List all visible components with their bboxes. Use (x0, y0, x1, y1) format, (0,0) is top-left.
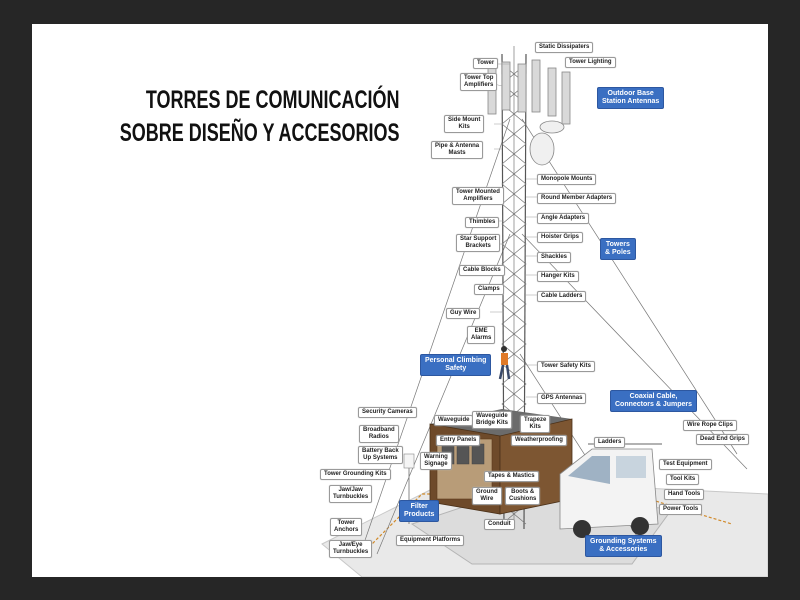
label-entry-panels[interactable]: Entry Panels (436, 435, 481, 446)
label-round-member-adapters[interactable]: Round Member Adapters (537, 193, 617, 204)
title-line-2: SOBRE DISEÑO Y ACCESORIOS (120, 119, 400, 147)
label-jaw-eye-turnbuckles[interactable]: Jaw/Eye Turnbuckles (329, 540, 373, 558)
label-thimbles[interactable]: Thimbles (465, 217, 500, 228)
label-waveguide[interactable]: Waveguide (434, 415, 474, 426)
label-broadband-radios[interactable]: Broadband Radios (359, 425, 399, 443)
label-hanger-kits[interactable]: Hanger Kits (537, 271, 579, 282)
label-tower-lighting[interactable]: Tower Lighting (565, 57, 616, 68)
label-security-cameras[interactable]: Security Cameras (358, 407, 417, 418)
label-tower[interactable]: Tower (473, 58, 499, 69)
utility-panel (403, 453, 415, 469)
leader-lines (490, 63, 538, 398)
label-waveguide-bridge-kits[interactable]: Waveguide Bridge Kits (472, 411, 513, 429)
label-star-support-brackets[interactable]: Star Support Brackets (456, 234, 501, 252)
service-van (559, 443, 662, 538)
label-power-tools[interactable]: Power Tools (659, 504, 703, 515)
label-pipe-antenna-masts[interactable]: Pipe & Antenna Masts (431, 141, 484, 159)
label-tool-kits[interactable]: Tool Kits (666, 474, 700, 485)
title-line-1: TORRES DE COMUNICACIÓN (146, 86, 400, 114)
slide-title: TORRES DE COMUNICACIÓN SOBRE DISEÑO Y AC… (120, 84, 400, 150)
category-towers-poles[interactable]: Towers & Poles (600, 238, 636, 260)
category-filter-products[interactable]: Filter Products (399, 500, 440, 522)
slide: TORRES DE COMUNICACIÓN SOBRE DISEÑO Y AC… (32, 24, 768, 577)
label-weatherproofing[interactable]: Weatherproofing (511, 435, 567, 446)
label-shackles[interactable]: Shackles (537, 252, 572, 263)
category-coaxial-cable[interactable]: Coaxial Cable, Connectors & Jumpers (610, 390, 698, 412)
label-wire-rope-clips[interactable]: Wire Rope Clips (683, 420, 737, 431)
label-tapes-mastics[interactable]: Tapes & Mastics (484, 471, 539, 482)
label-battery-backup[interactable]: Battery Back Up Systems (358, 446, 403, 464)
category-grounding[interactable]: Grounding Systems & Accessories (585, 535, 662, 557)
category-climbing-safety[interactable]: Personal Climbing Safety (420, 354, 492, 376)
label-ground-wire[interactable]: Ground Wire (472, 487, 502, 505)
label-tower-safety-kits[interactable]: Tower Safety Kits (537, 361, 595, 372)
label-conduit[interactable]: Conduit (484, 519, 515, 530)
label-angle-adapters[interactable]: Angle Adapters (537, 213, 590, 224)
label-tower-anchors[interactable]: Tower Anchors (330, 518, 363, 536)
label-guy-wire[interactable]: Guy Wire (446, 308, 481, 319)
label-tower-top-amplifiers[interactable]: Tower Top Amplifiers (460, 73, 498, 91)
label-clamps[interactable]: Clamps (474, 284, 504, 295)
label-jaw-jaw-turnbuckles[interactable]: Jaw/Jaw Turnbuckles (329, 485, 373, 503)
label-tower-mounted-amplifiers[interactable]: Tower Mounted Amplifiers (452, 187, 504, 205)
label-trapeze-kits[interactable]: Trapeze Kits (520, 415, 551, 433)
microwave-dishes (529, 120, 565, 166)
label-tower-grounding-kits[interactable]: Tower Grounding Kits (320, 469, 391, 480)
category-outdoor-antennas[interactable]: Outdoor Base Station Antennas (597, 87, 665, 109)
label-test-equipment[interactable]: Test Equipment (659, 459, 712, 470)
label-eme-alarms[interactable]: EME Alarms (467, 326, 496, 344)
label-warning-signage[interactable]: Warning Signage (420, 452, 452, 470)
label-gps-antennas[interactable]: GPS Antennas (537, 393, 587, 404)
label-cable-ladders[interactable]: Cable Ladders (537, 291, 587, 302)
label-cable-blocks[interactable]: Cable Blocks (459, 265, 505, 276)
label-monopole-mounts[interactable]: Monopole Mounts (537, 174, 597, 185)
climber-figure (498, 346, 511, 380)
label-static-dissipaters[interactable]: Static Dissipaters (535, 42, 594, 53)
label-hoister-grips[interactable]: Hoister Grips (537, 232, 584, 243)
label-side-mount-kits[interactable]: Side Mount Kits (444, 115, 485, 133)
label-hand-tools[interactable]: Hand Tools (664, 489, 705, 500)
label-ladders[interactable]: Ladders (594, 437, 626, 448)
label-dead-end-grips[interactable]: Dead End Grips (696, 434, 750, 445)
label-equipment-platforms[interactable]: Equipment Platforms (396, 535, 465, 546)
panel-antennas (487, 59, 571, 125)
label-boots-cushions[interactable]: Boots & Cushions (505, 487, 541, 505)
